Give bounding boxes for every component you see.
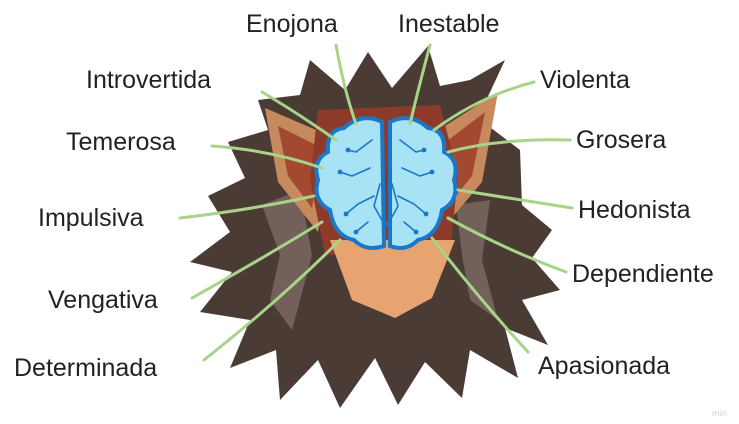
label-inestable: Inestable	[398, 10, 499, 38]
label-impulsiva: Impulsiva	[38, 204, 144, 232]
label-hedonista: Hedonista	[578, 196, 691, 224]
label-determinada: Determinada	[14, 354, 157, 382]
label-grosera: Grosera	[576, 126, 666, 154]
label-violenta: Violenta	[540, 66, 630, 94]
label-apasionada: Apasionada	[538, 352, 670, 380]
watermark-text: min	[712, 409, 727, 418]
label-introvertida: Introvertida	[86, 66, 211, 94]
label-dependiente: Dependiente	[572, 260, 714, 288]
label-temerosa: Temerosa	[66, 128, 176, 156]
label-vengativa: Vengativa	[48, 286, 158, 314]
label-enojona: Enojona	[246, 10, 338, 38]
